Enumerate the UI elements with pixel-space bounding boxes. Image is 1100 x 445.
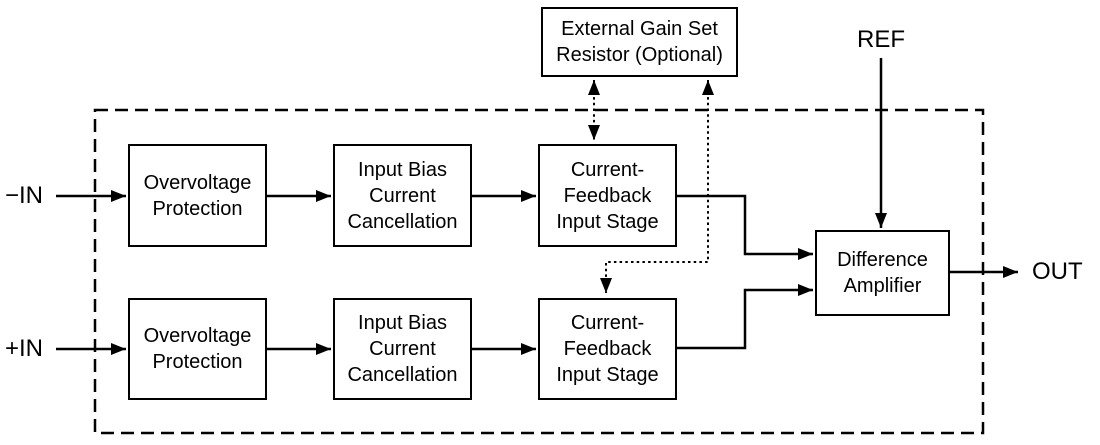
current-feedback-input-stage-top-box: Current- Feedback Input Stage	[538, 144, 677, 247]
wire-cfis-top-to-diff-amp	[677, 194, 813, 260]
cfis-top-line3: Input Stage	[556, 210, 659, 233]
overvoltage-protection-top-box: Overvoltage Protection	[128, 144, 267, 247]
difference-amplifier-line1: Difference	[837, 249, 928, 271]
bias-bottom-line1: Input Bias	[358, 312, 447, 334]
difference-amplifier-line2: Amplifier	[843, 275, 922, 297]
bias-top-line2: Current	[369, 184, 436, 207]
external-gain-resistor-box: External Gain Set Resistor (Optional)	[541, 7, 738, 77]
overvoltage-bottom-line1: Overvoltage	[143, 325, 252, 347]
cfis-top-line2: Feedback	[563, 184, 652, 207]
cfis-bottom-line1: Current-	[570, 312, 645, 334]
current-feedback-input-stage-bottom-box: Current- Feedback Input Stage	[538, 298, 677, 400]
input-bias-cancellation-bottom-box: Input Bias Current Cancellation	[333, 298, 472, 400]
wire-cfis-bottom-to-diff-amp	[677, 284, 813, 350]
neg-in-label: −IN	[5, 182, 44, 209]
bias-bottom-line2: Current	[369, 338, 436, 360]
external-gain-resistor-line2: Resistor (Optional)	[556, 44, 723, 66]
ref-label: REF	[857, 26, 905, 53]
cfis-top-line1: Current-	[570, 158, 645, 181]
overvoltage-top-line1: Overvoltage	[143, 171, 252, 194]
cfis-bottom-line3: Input Stage	[556, 364, 659, 386]
overvoltage-protection-bottom-box: Overvoltage Protection	[128, 298, 267, 400]
bias-bottom-line3: Cancellation	[347, 364, 458, 386]
external-gain-resistor-line1: External Gain Set	[561, 18, 718, 40]
input-bias-cancellation-top-box: Input Bias Current Cancellation	[333, 144, 472, 247]
difference-amplifier-box: Difference Amplifier	[815, 230, 950, 316]
bias-top-line1: Input Bias	[358, 158, 447, 181]
overvoltage-top-line2: Protection	[152, 197, 243, 220]
cfis-bottom-line2: Feedback	[563, 338, 652, 360]
overvoltage-bottom-line2: Protection	[152, 351, 243, 373]
pos-in-label: +IN	[5, 335, 44, 362]
bias-top-line3: Cancellation	[347, 210, 458, 233]
out-label: OUT	[1032, 258, 1083, 285]
